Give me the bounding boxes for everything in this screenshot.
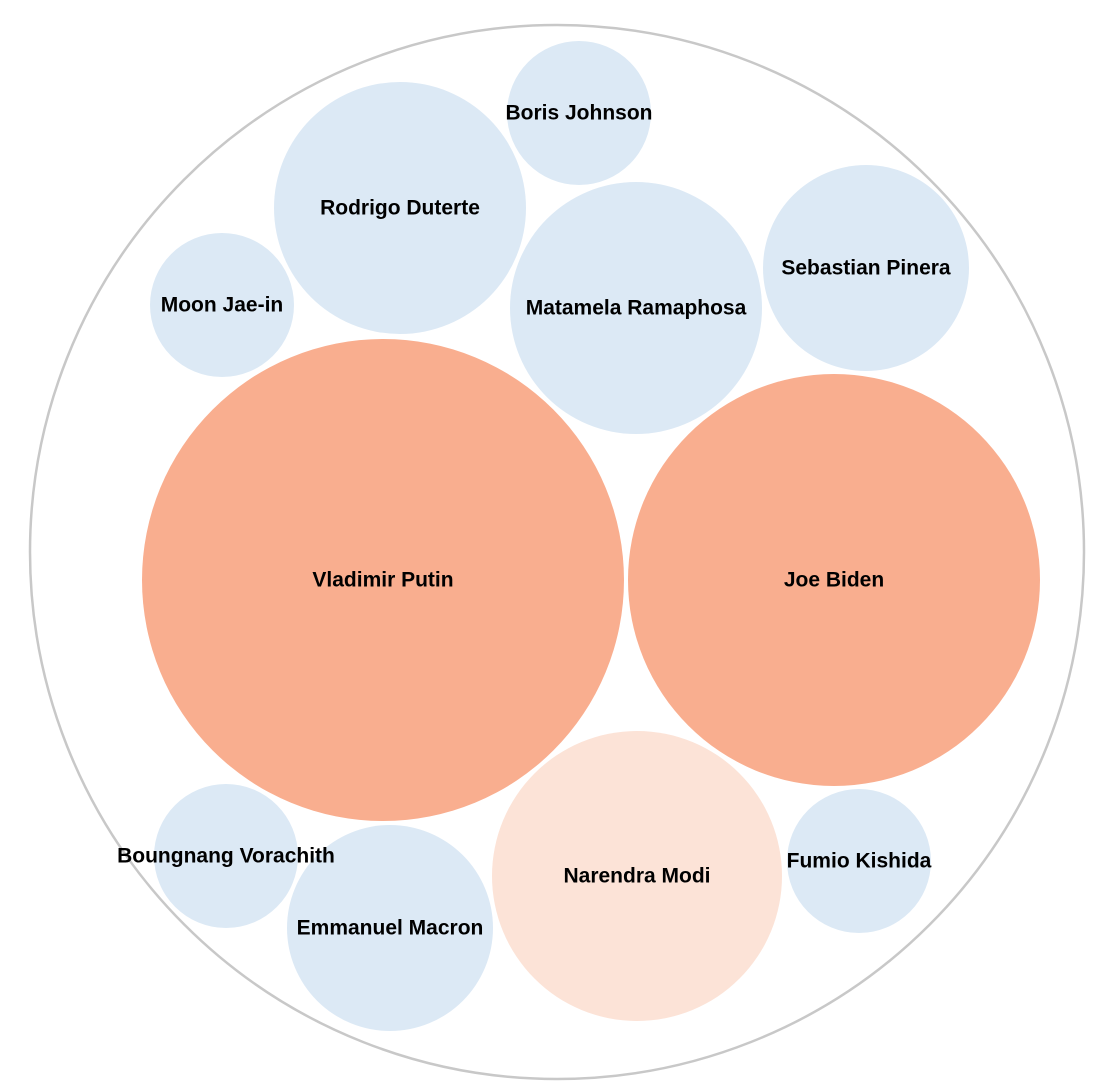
bubble-label-narendra-modi: Narendra Modi <box>563 865 710 888</box>
bubble-boungnang-vorachith[interactable] <box>154 784 298 928</box>
bubble-label-vladimir-putin: Vladimir Putin <box>312 569 453 592</box>
bubble-label-joe-biden: Joe Biden <box>784 569 884 592</box>
bubble-matamela-ramaphosa[interactable] <box>510 182 762 434</box>
bubble-label-sebastian-pinera: Sebastian Pinera <box>781 257 951 280</box>
bubble-label-rodrigo-duterte: Rodrigo Duterte <box>320 197 480 220</box>
bubble-narendra-modi[interactable] <box>492 731 782 1021</box>
bubble-emmanuel-macron[interactable] <box>287 825 493 1031</box>
bubbles-group <box>142 41 1040 1031</box>
bubble-rodrigo-duterte[interactable] <box>274 82 526 334</box>
outer-ring <box>28 23 1086 1081</box>
bubble-label-boris-johnson: Boris Johnson <box>505 102 652 125</box>
bubble-label-fumio-kishida: Fumio Kishida <box>787 850 932 873</box>
bubble-label-matamela-ramaphosa: Matamela Ramaphosa <box>526 297 747 320</box>
bubble-joe-biden[interactable] <box>628 374 1040 786</box>
bubble-fumio-kishida[interactable] <box>787 789 931 933</box>
bubble-moon-jae-in[interactable] <box>150 233 294 377</box>
bubble-vladimir-putin[interactable] <box>142 339 624 821</box>
bubble-label-boungnang-vorachith: Boungnang Vorachith <box>117 845 335 868</box>
bubble-sebastian-pinera[interactable] <box>763 165 969 371</box>
bubble-boris-johnson[interactable] <box>507 41 651 185</box>
bubble-label-emmanuel-macron: Emmanuel Macron <box>297 917 484 940</box>
bubble-label-moon-jae-in: Moon Jae-in <box>161 294 284 317</box>
